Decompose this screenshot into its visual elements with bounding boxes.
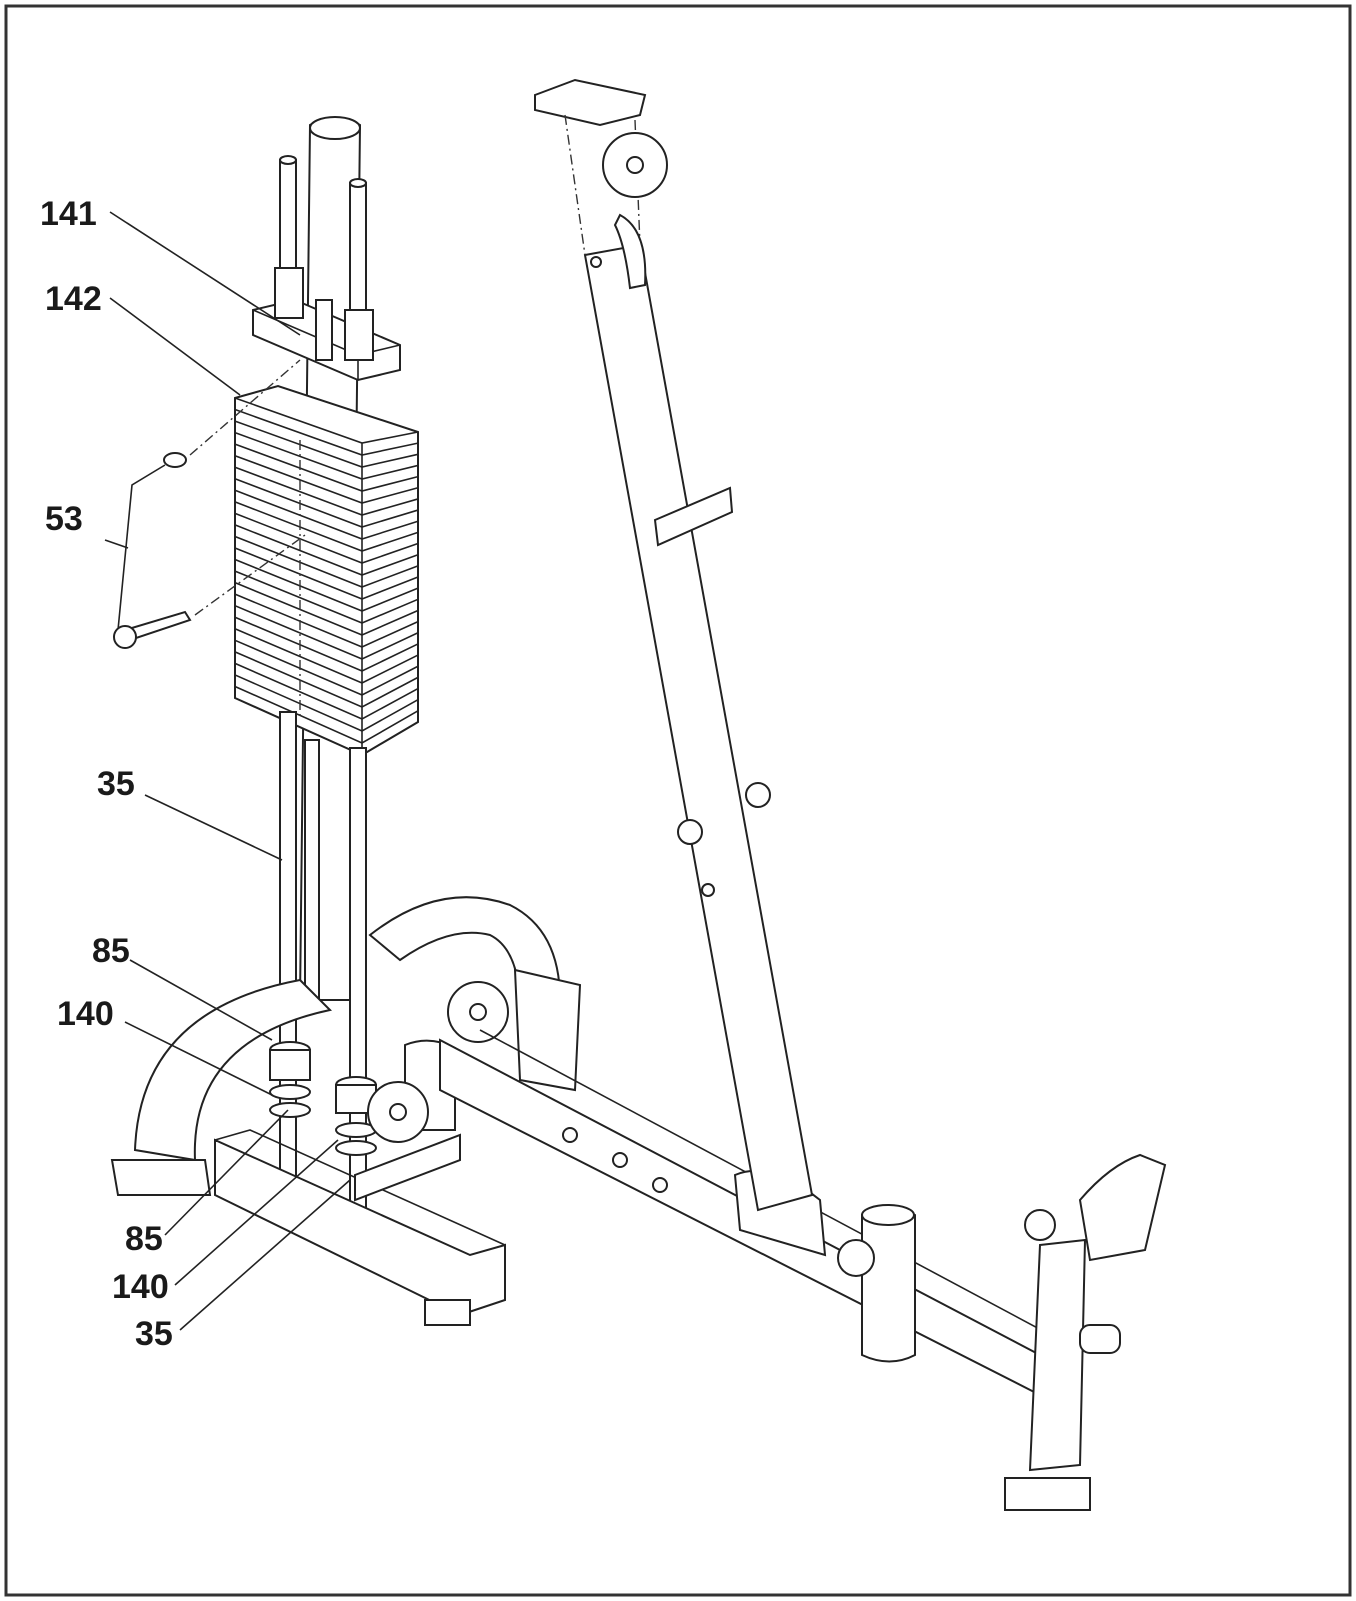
leader-141 <box>109 211 301 336</box>
weight-plate-line <box>234 454 419 504</box>
leader-85b <box>164 1109 289 1236</box>
weight-plate-line <box>234 570 419 624</box>
leg-pin <box>1079 1324 1121 1354</box>
adjustment-knob <box>837 1239 875 1277</box>
weight-plate-line <box>234 478 419 528</box>
mid-bracket-plate <box>653 486 734 547</box>
callout-140-lower: 140 <box>112 1268 169 1306</box>
guide-rod-right-top <box>349 178 367 188</box>
weight-stack-assembly <box>113 116 419 1225</box>
guide-rod-left-top <box>279 155 297 165</box>
weight-plate-line <box>234 604 419 660</box>
weight-plate-line <box>234 443 419 492</box>
curved-base-tube-left <box>133 978 333 1162</box>
leg-pivot-knob <box>1024 1209 1056 1241</box>
weight-plate-line <box>234 651 419 708</box>
diagram-border <box>4 4 1352 1597</box>
callout-85-lower: 85 <box>125 1220 163 1258</box>
washer-left-2 <box>269 1102 311 1118</box>
leader-35a <box>144 794 283 861</box>
weight-plate-line <box>234 628 419 684</box>
weight-plate-line <box>234 535 419 588</box>
callout-35-lower: 35 <box>135 1315 173 1353</box>
weight-plate-line <box>234 593 419 648</box>
weight-plate-line <box>234 685 419 744</box>
base-foot-left <box>110 1159 212 1196</box>
base-foot-rear <box>1004 1477 1091 1511</box>
upright-tube <box>583 243 814 1212</box>
callout-85-upper: 85 <box>92 932 130 970</box>
seat-post-tube <box>861 1209 916 1363</box>
weight-plate-line <box>234 420 419 468</box>
top-mounting-bracket <box>534 78 647 127</box>
callout-141: 141 <box>40 195 97 233</box>
washer-right-2 <box>335 1140 377 1156</box>
seat-post-opening <box>861 1204 915 1226</box>
weight-plate-line <box>234 489 419 540</box>
weight-plate-line <box>234 408 419 456</box>
weight-plate-line <box>234 674 419 732</box>
bushing-left <box>274 267 304 319</box>
base-frame <box>110 896 1167 1511</box>
spring-left <box>269 1049 311 1081</box>
weight-plate-line <box>234 512 419 564</box>
callout-leaders <box>104 211 351 1331</box>
weight-stack <box>234 384 419 757</box>
selector-pin-knob <box>113 625 137 649</box>
callout-140-upper: 140 <box>57 995 114 1033</box>
weight-plate-line <box>234 501 419 552</box>
center-post-lower <box>304 739 320 1001</box>
weight-plate-line <box>234 547 419 600</box>
leader-53 <box>104 539 129 549</box>
leader-142 <box>109 297 241 396</box>
weight-plate-lines <box>234 408 419 744</box>
leader-140b <box>174 1139 339 1286</box>
callout-labels: 141 142 53 35 85 140 85 140 35 <box>40 195 173 1353</box>
weight-plate-line <box>234 558 419 612</box>
leader-140a <box>124 1021 273 1096</box>
selector-pin-cable <box>117 464 166 631</box>
washer-left-1 <box>269 1084 311 1100</box>
callout-142: 142 <box>45 280 102 318</box>
bolt-knob-lower <box>677 819 703 845</box>
leader-85a <box>129 959 273 1041</box>
leg-bracket <box>1078 1153 1167 1262</box>
weight-plate-line <box>234 581 419 636</box>
weight-plate-line <box>234 466 419 516</box>
front-crossbar <box>214 1138 506 1317</box>
weight-plate-line <box>234 616 419 672</box>
weight-plate-line <box>234 662 419 720</box>
rear-leg-tube <box>1028 1238 1087 1472</box>
selector-stem <box>315 299 333 361</box>
bushing-right <box>344 309 374 361</box>
callout-35-upper: 35 <box>97 765 135 803</box>
selector-pin-ring <box>163 452 187 468</box>
leader-35b <box>179 1179 351 1331</box>
base-foot-front <box>424 1299 471 1326</box>
weight-plate-line <box>234 639 419 696</box>
cable-guide-bracket <box>513 968 582 1092</box>
guide-column-cap <box>309 116 361 140</box>
callout-53: 53 <box>45 500 83 538</box>
bolt-knob-upper <box>745 782 771 808</box>
weight-plate-line <box>234 524 419 576</box>
upright-assembly <box>534 78 814 1212</box>
weight-plate-line <box>234 431 419 480</box>
bracket-plate <box>354 1133 461 1202</box>
pulley-guard <box>613 213 647 290</box>
